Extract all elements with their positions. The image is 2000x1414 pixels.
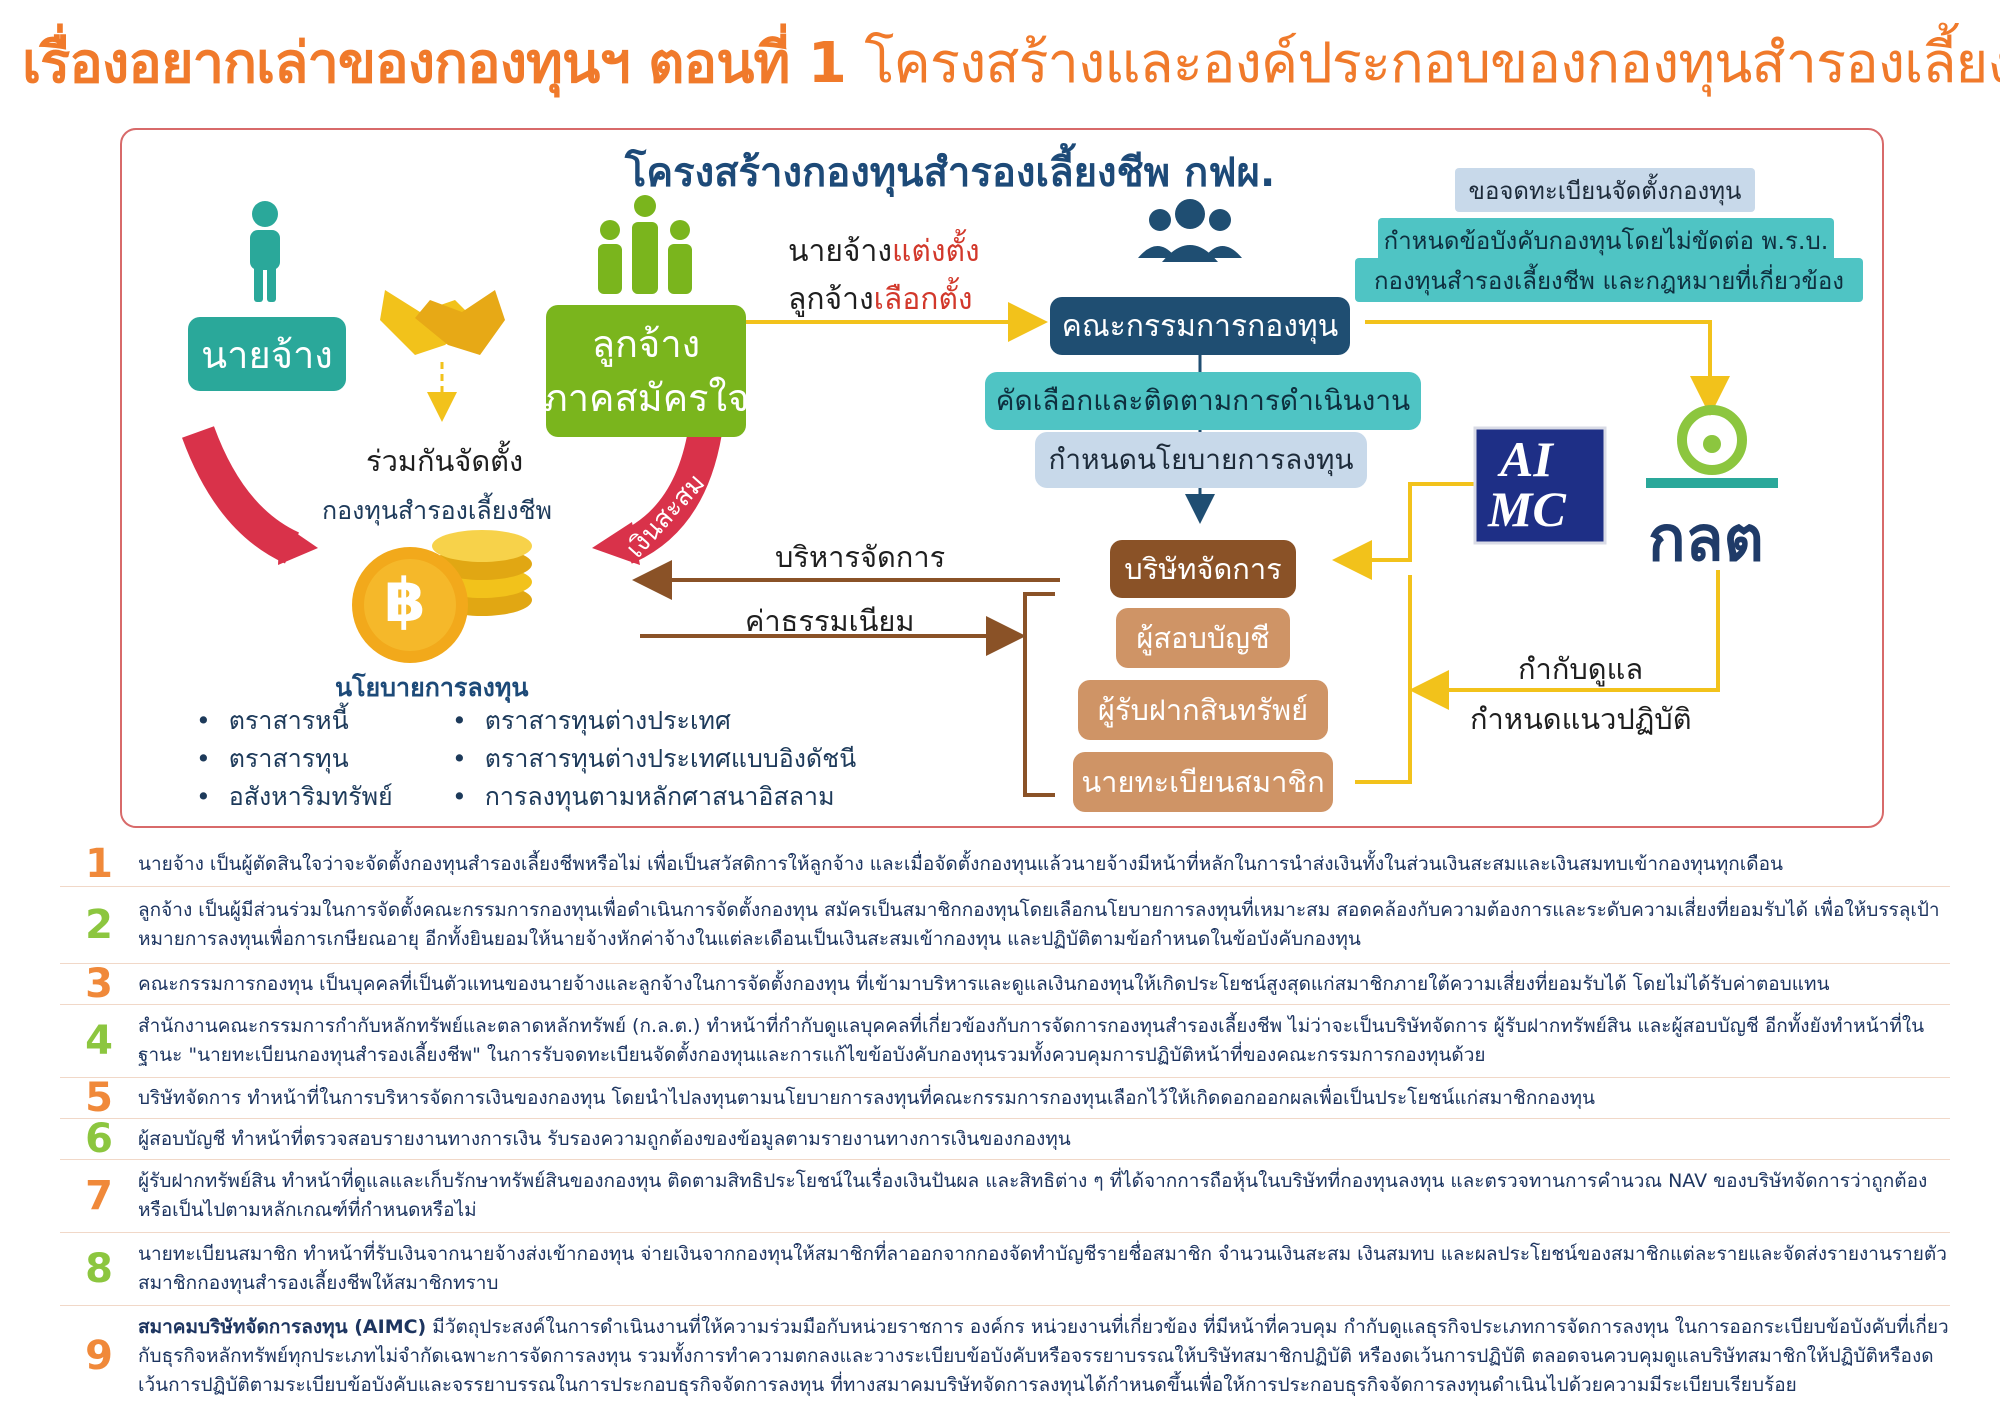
member-registrar-box: นายทะเบียนสมาชิก xyxy=(1073,752,1333,812)
employee-group-icon xyxy=(598,195,692,294)
list-item: อสังหาริมทรัพย์ xyxy=(196,778,393,816)
bitcoin-icon: ฿ xyxy=(384,566,426,636)
diagram-heading: โครงสร้างกองทุนสำรองเลี้ยงชีพ กฟผ. xyxy=(624,150,1276,196)
guideline-label: กำหนดแนวปฏิบัติ xyxy=(1470,702,1692,736)
list-item: การลงทุนตามหลักศาสนาอิสลาม xyxy=(452,778,856,816)
employer-person-icon xyxy=(250,201,280,302)
sec-logo: กลต xyxy=(1648,502,1764,575)
investment-policy-box: กำหนดนโยบายการลงทุน xyxy=(1035,432,1367,488)
aimc-logo-bottom: MC xyxy=(1488,481,1566,537)
supervise-label: กำกับดูแล xyxy=(1518,652,1644,686)
auditor-box: ผู้สอบบัญชี xyxy=(1116,608,1290,668)
contribution-arrow xyxy=(182,426,300,564)
select-monitor-box: คัดเลือกและติดตามการดำเนินงาน xyxy=(985,372,1421,430)
coin-stack-icon xyxy=(352,530,532,663)
manage-label: บริหารจัดการ xyxy=(775,540,946,574)
joint-setup-sub-label: กองทุนสำรองเลี้ยงชีพ xyxy=(322,496,553,525)
fund-regulation-box: กำหนดข้อบังคับกองทุนโดยไม่ขัดต่อ พ.ร.บ. xyxy=(1378,218,1834,262)
employee-box: ลูกจ้าง ภาคสมัครใจ xyxy=(543,305,749,437)
management-company-box: บริษัทจัดการ xyxy=(1110,540,1296,598)
list-item: ตราสารทุนต่างประเทศ xyxy=(452,702,856,740)
diagram-graphics xyxy=(182,195,1778,797)
sec-logo-mark xyxy=(1646,405,1778,488)
list-item: ตราสารทุนต่างประเทศแบบอิงดัชนี xyxy=(452,740,856,778)
policy-list-right: ตราสารทุนต่างประเทศ ตราสารทุนต่างประเทศแ… xyxy=(452,702,856,816)
register-fund-box: ขอจดทะเบียนจัดตั้งกองทุน xyxy=(1455,168,1755,212)
appoint-label: นายจ้างแต่งตั้ง xyxy=(788,234,980,269)
joint-setup-label: ร่วมกันจัดตั้ง xyxy=(366,444,524,478)
committee-box: คณะกรรมการกองทุน xyxy=(1050,297,1350,355)
employee-sub-label: ภาคสมัครใจ xyxy=(542,376,750,420)
employee-label: ลูกจ้าง xyxy=(591,322,701,366)
aimc-logo-box xyxy=(1473,426,1607,545)
investment-policy-heading: นโยบายการลงทุน xyxy=(335,673,529,702)
fund-law-box: กองทุนสำรองเลี้ยงชีพ และกฎหมายที่เกี่ยวข… xyxy=(1355,258,1863,302)
employer-box: นายจ้าง xyxy=(188,317,346,391)
list-item: ตราสารหนี้ xyxy=(196,702,393,740)
savings-arrow xyxy=(617,428,722,564)
fee-label: ค่าธรรมเนียม xyxy=(745,604,915,638)
committee-team-icon xyxy=(1138,199,1242,262)
elect-label: ลูกจ้างเลือกตั้ง xyxy=(788,282,973,317)
handshake-icon xyxy=(380,290,505,355)
title-bold: เรื่องอยากเล่าของกองทุนฯ ตอนที่ 1 xyxy=(22,31,847,96)
policy-list-left: ตราสารหนี้ ตราสารทุน อสังหาริมทรัพย์ xyxy=(196,702,393,816)
aimc-description: มีวัตถุประสงค์ในการดำเนินงานที่ให้ความร่… xyxy=(138,1315,1949,1396)
list-item: ตราสารทุน xyxy=(196,740,393,778)
aimc-logo-top: AI xyxy=(1500,431,1553,487)
aimc-name: สมาคมบริษัทจัดการลงทุน (AIMC) xyxy=(138,1315,427,1338)
page-title: เรื่องอยากเล่าของกองทุนฯ ตอนที่ 1 โครงสร… xyxy=(22,18,2000,108)
custodian-box: ผู้รับฝากสินทรัพย์ xyxy=(1078,680,1328,740)
title-thin: โครงสร้างและองค์ประกอบของกองทุนสำรองเลี้… xyxy=(864,31,2000,96)
